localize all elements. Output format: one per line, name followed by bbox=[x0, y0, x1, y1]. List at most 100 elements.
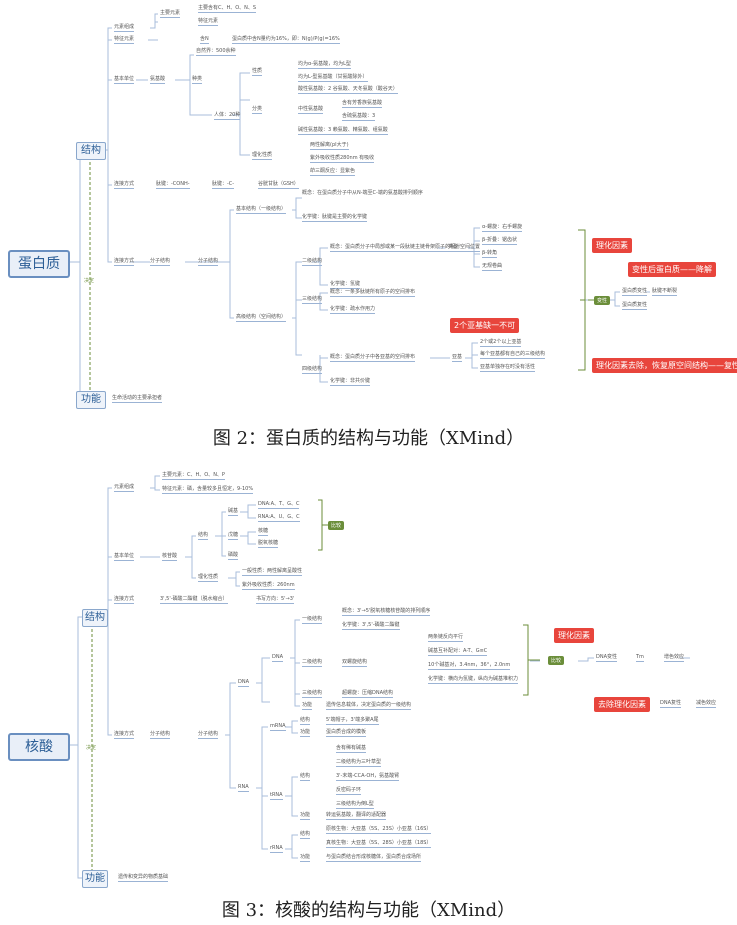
node3-sec-d: 化学键：横向为氢键，纵向为碱基堆积力 bbox=[428, 676, 519, 684]
node-property-1: 均为α-氨基酸，均为L型 bbox=[298, 61, 351, 69]
node-property: 性质 bbox=[252, 68, 263, 76]
node-function: 生命活动的主要承担者 bbox=[112, 395, 163, 403]
node3-rrna-func: 功能 bbox=[300, 854, 311, 862]
node3-struct: 结构 bbox=[198, 532, 209, 540]
node3-tm: Tm bbox=[636, 654, 644, 662]
node3-element: 元素组成 bbox=[114, 484, 135, 492]
node-mol-struct-2: 分子结构 bbox=[198, 258, 219, 266]
node-physchem: 理化性质 bbox=[252, 152, 273, 160]
node3-element-feature: 特征元素：磷，含量较多且恒定，9-10% bbox=[162, 486, 254, 494]
node-tertiary: 三级结构 bbox=[302, 296, 323, 304]
node-feature-element-note: 蛋白质中含N量约为16%，即：N(g)/P(g)=16% bbox=[232, 36, 340, 44]
node3-prop: 理化性质 bbox=[198, 574, 219, 582]
node3-unit: 基本单位 bbox=[114, 553, 135, 561]
node-primary-2: 化学键：肽键是主要的化学键 bbox=[302, 214, 368, 222]
node3-link: 连接方式 bbox=[114, 596, 135, 604]
node-bond-4: 化学键：非共价键 bbox=[330, 378, 371, 386]
node-gsh: 谷胱甘肽（GSH） bbox=[258, 181, 299, 189]
node3-rrna: rRNA bbox=[270, 845, 283, 853]
node3-dna-function-v: 遗传信息载体，决定蛋白质的一级结构 bbox=[326, 702, 412, 710]
node-human: 人体：20种 bbox=[214, 112, 241, 120]
node3-sugar: 戊糖 bbox=[228, 532, 239, 540]
node-class-2: 中性氨基酸 bbox=[298, 106, 324, 114]
node3-tertiary-v: 超螺旋：压缩DNA结构 bbox=[342, 690, 394, 698]
node-peptide-2: 肽键：-C- bbox=[212, 181, 235, 189]
node3-mrna-struct: 结构 bbox=[300, 717, 311, 725]
node3-primary-2: 化学键：3',5'-磷酸二酯键 bbox=[342, 622, 400, 630]
tag3-denature: 比较 bbox=[548, 656, 565, 665]
node-main-element-note: 特征元素 bbox=[198, 18, 219, 26]
node-subunit-1: 2个或2个以上亚基 bbox=[480, 339, 522, 347]
node3-secondary-v: 双螺旋结构 bbox=[342, 659, 368, 667]
node3-rrna-b: 真核生物：大亚基（5S、28S）小亚基（18S） bbox=[326, 840, 432, 848]
node3-link-dir: 书写方向：5'→3' bbox=[256, 596, 295, 604]
function-node-3: 功能 bbox=[82, 870, 108, 888]
node3-ribose: 核糖 bbox=[258, 528, 269, 536]
node3-trna-func-v: 转运氨基酸，翻译的适配器 bbox=[326, 812, 387, 820]
node3-renature-v: 减色效应 bbox=[696, 700, 717, 708]
callout-phys-factor: 理化因素 bbox=[592, 238, 632, 253]
callout-renature: 理化因素去除，恢复原空间结构——复性 bbox=[592, 358, 737, 373]
node-feature-element: 特征元素 bbox=[114, 36, 135, 44]
node3-trna-e: 三级结构为倒L型 bbox=[336, 801, 374, 809]
node-type-1: α-螺旋：右手螺旋 bbox=[482, 224, 523, 232]
node-unit: 基本单位 bbox=[114, 76, 135, 84]
node3-nucleotide: 核苷酸 bbox=[162, 553, 178, 561]
node3-renature: DNA复性 bbox=[660, 700, 682, 708]
node-physchem-1: 两性解离(pI大于) bbox=[310, 142, 349, 150]
node-class-2a: 含有芳香族氨基酸 bbox=[342, 100, 383, 108]
node3-rna: RNA bbox=[238, 784, 249, 792]
node-secondary-v: 概念：蛋白质分子中局部或某一段肽链主链骨架原子的相对空间位置 bbox=[330, 244, 481, 252]
node3-secondary: 二级结构 bbox=[302, 659, 323, 667]
node3-rna-bases: RNA:A、U、G、C bbox=[258, 514, 300, 522]
node3-primary: 一级结构 bbox=[302, 616, 323, 624]
node3-dna: DNA bbox=[238, 679, 250, 687]
node-mol-struct: 分子结构 bbox=[150, 258, 171, 266]
node-denature-note: 肽键不断裂 bbox=[652, 288, 678, 296]
node3-trna-b: 二级结构为三叶草型 bbox=[336, 759, 382, 767]
node-peptide: 肽键：-CONH- bbox=[156, 181, 190, 189]
node3-sec-a: 两条链反向平行 bbox=[428, 634, 464, 642]
node3-rrna-a: 原核生物：大亚基（5S、23S）小亚基（16S） bbox=[326, 826, 432, 834]
node3-link-v: 3',5'-磷酸二酯键（脱水缩合） bbox=[160, 596, 228, 604]
node3-trna-a: 含有稀有碱基 bbox=[336, 745, 367, 753]
callout3-phys: 理化因素 bbox=[554, 628, 594, 643]
node-main-element: 主要元素 bbox=[160, 10, 181, 18]
node3-dna-group: DNA bbox=[272, 654, 284, 662]
node3-rrna-func-v: 与蛋白质结合形成核糖体，蛋白质合成场所 bbox=[326, 854, 422, 862]
relation-label: 决定 bbox=[84, 278, 95, 284]
node-spatial: 高级结构（空间结构） bbox=[236, 314, 287, 322]
node-quaternary: 四级结构 bbox=[302, 366, 323, 374]
tag-denature: 变性 bbox=[594, 296, 611, 305]
node-physchem-3: 茚三酮反应：显紫色 bbox=[310, 168, 356, 176]
callout3-remove: 去除理化因素 bbox=[594, 697, 650, 712]
node3-mrna-func: 功能 bbox=[300, 729, 311, 737]
node3-trna: tRNA bbox=[270, 792, 283, 800]
node3-prop-2: 紫外吸收性质：260nm bbox=[242, 582, 295, 590]
node-type-2: β-折叠：锯齿状 bbox=[482, 237, 517, 245]
node-type-4: 无规卷曲 bbox=[482, 263, 503, 271]
node3-tertiary: 三级结构 bbox=[302, 690, 323, 698]
node3-tm-v: 增色效应 bbox=[664, 654, 685, 662]
node-property-link: 连接方式 bbox=[114, 258, 135, 266]
node-denature-1: 蛋白质变性 bbox=[622, 288, 648, 296]
node-amino: 氨基酸 bbox=[150, 76, 166, 84]
node3-trna-d: 反密码子环 bbox=[336, 787, 362, 795]
node3-sec-b: 碱基互补配对：A-T、G≡C bbox=[428, 648, 488, 656]
node-subunit: 亚基 bbox=[452, 354, 463, 362]
node-kinds-value: 自然界：500余种 bbox=[196, 48, 236, 56]
figure-3-caption: 图 3：核酸的结构与功能（XMind） bbox=[221, 900, 516, 921]
node3-trna-func: 功能 bbox=[300, 812, 311, 820]
node-primary: 基本结构（一级结构） bbox=[236, 206, 287, 214]
node3-function: 遗传和变异的物质基础 bbox=[118, 874, 169, 882]
node3-deoxy: 脱氧核糖 bbox=[258, 540, 279, 548]
structure-node-3: 结构 bbox=[82, 609, 108, 627]
node-class: 分类 bbox=[252, 106, 263, 114]
node3-prop-1: 一般性质：两性解离呈酸性 bbox=[242, 568, 303, 576]
node-class-2b: 含硫氨基酸：3 bbox=[342, 113, 376, 121]
node-type-3: β-转角 bbox=[482, 250, 497, 258]
node3-mrna: mRNA bbox=[270, 723, 286, 731]
node3-mrna-func-v: 蛋白质合成的模板 bbox=[326, 729, 367, 737]
node3-mol: 分子结构 bbox=[150, 731, 171, 739]
node3-base: 碱基 bbox=[228, 508, 239, 516]
